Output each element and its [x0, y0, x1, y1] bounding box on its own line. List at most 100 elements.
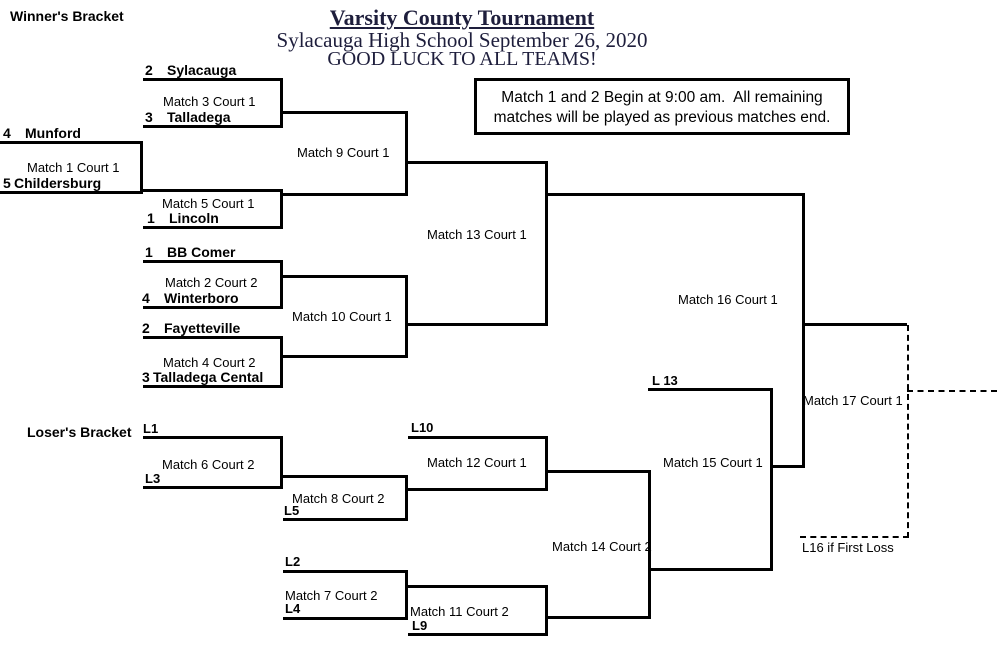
bracket-line — [408, 436, 548, 439]
loser-slot-l9: L9 — [412, 618, 428, 633]
match-5-label: Match 5 Court 1 — [162, 196, 255, 211]
match-12-label: Match 12 Court 1 — [427, 455, 527, 470]
team-seed: 3 — [145, 109, 153, 125]
bracket-line — [143, 189, 283, 192]
bracket-dashed-line — [800, 536, 909, 538]
bracket-line — [143, 436, 283, 439]
team-name: Talladega — [167, 109, 231, 125]
match-10-label: Match 10 Court 1 — [292, 309, 392, 324]
team-name: Childersburg — [14, 175, 102, 191]
bracket-line — [143, 336, 283, 339]
team-slot-talladega: 3 Talladega — [145, 109, 231, 125]
bracket-line — [405, 111, 408, 196]
bracket-line — [648, 568, 773, 571]
bracket-line — [283, 275, 408, 278]
bracket-dashed-line — [907, 325, 909, 538]
team-slot-winterboro: 4 Winterboro — [142, 290, 239, 306]
bracket-line — [408, 585, 548, 588]
team-slot-bb-comer: 1 BB Comer — [145, 244, 235, 260]
team-name: Munford — [25, 125, 81, 141]
bracket-line — [280, 436, 283, 489]
bracket-line — [283, 518, 408, 521]
bracket-line — [280, 189, 283, 229]
loser-slot-l4: L4 — [285, 601, 301, 616]
match-14-label: Match 14 Court 2 — [552, 539, 652, 554]
team-seed: 5 — [3, 175, 11, 191]
team-seed: 2 — [142, 320, 150, 336]
match-1-label: Match 1 Court 1 — [27, 160, 120, 175]
tournament-motto: GOOD LUCK TO ALL TEAMS! — [327, 48, 597, 70]
bracket-line — [648, 470, 651, 619]
match-15-label: Match 15 Court 1 — [663, 455, 763, 470]
team-seed: 4 — [3, 125, 11, 141]
team-slot-munford: 4 Munford — [3, 125, 81, 141]
bracket-line — [283, 193, 408, 196]
bracket-line — [143, 385, 283, 388]
match-13-label: Match 13 Court 1 — [427, 227, 527, 242]
bracket-line — [0, 191, 143, 194]
team-seed: 3 — [142, 369, 150, 385]
bracket-line — [143, 260, 283, 263]
loser-slot-l5: L5 — [284, 503, 300, 518]
bracket-line — [405, 275, 408, 358]
bracket-line — [140, 141, 143, 194]
tournament-subtitle: Sylacauga High School September 26, 2020 — [276, 28, 648, 52]
bracket-line — [548, 616, 651, 619]
bracket-line — [280, 260, 283, 309]
match-9-label: Match 9 Court 1 — [297, 145, 390, 160]
bracket-line — [0, 141, 143, 144]
losers-bracket-label: Loser's Bracket — [27, 424, 132, 440]
match-7-label: Match 7 Court 2 — [285, 588, 378, 603]
match-16-label: Match 16 Court 1 — [678, 292, 778, 307]
bracket-line — [283, 570, 408, 573]
match-2-label: Match 2 Court 2 — [165, 275, 258, 290]
bracket-line — [405, 475, 408, 521]
bracket-line — [280, 336, 283, 388]
match-8-label: Match 8 Court 2 — [292, 491, 385, 506]
bracket-line — [545, 436, 548, 491]
loser-slot-l13: L 13 — [652, 373, 678, 388]
bracket-line — [143, 125, 283, 128]
team-seed: 4 — [142, 290, 150, 306]
team-name: BB Comer — [167, 244, 236, 260]
bracket-line — [408, 488, 548, 491]
schedule-notice: Match 1 and 2 Begin at 9:00 am. All rema… — [474, 78, 850, 135]
bracket-line — [283, 617, 408, 620]
match-4-label: Match 4 Court 2 — [163, 355, 256, 370]
bracket-line — [802, 193, 805, 468]
bracket-line — [548, 470, 651, 473]
team-name: Talladega Cental — [153, 369, 264, 385]
loser-slot-l1: L1 — [143, 421, 159, 436]
loser-slot-l2: L2 — [285, 554, 301, 569]
match-6-label: Match 6 Court 2 — [162, 457, 255, 472]
tournament-title: Varsity County Tournament — [329, 5, 595, 30]
bracket-line — [283, 475, 408, 478]
bracket-line — [408, 161, 548, 164]
team-seed: 1 — [147, 210, 155, 226]
team-name: Sylacauga — [167, 62, 237, 78]
team-name: Fayetteville — [164, 320, 241, 336]
loser-slot-l10: L10 — [411, 420, 434, 435]
team-slot-fayetteville: 2 Fayetteville — [142, 320, 240, 336]
team-seed: 1 — [145, 244, 153, 260]
bracket-line — [770, 388, 773, 571]
bracket-line — [648, 388, 773, 391]
title-block: Varsity County Tournament Sylacauga High… — [162, 5, 762, 70]
match-11-label: Match 11 Court 2 — [410, 604, 509, 619]
match-17-label: Match 17 Court 1 — [803, 393, 903, 408]
bracket-line — [408, 323, 548, 326]
winners-bracket-label: Winner's Bracket — [10, 8, 124, 24]
bracket-dashed-line — [907, 390, 997, 392]
bracket-line — [545, 161, 548, 326]
bracket-line — [143, 78, 283, 81]
bracket-line — [143, 306, 283, 309]
match-3-label: Match 3 Court 1 — [163, 94, 256, 109]
bracket-line — [405, 570, 408, 620]
team-name: Winterboro — [164, 290, 239, 306]
bracket-line — [408, 633, 548, 636]
